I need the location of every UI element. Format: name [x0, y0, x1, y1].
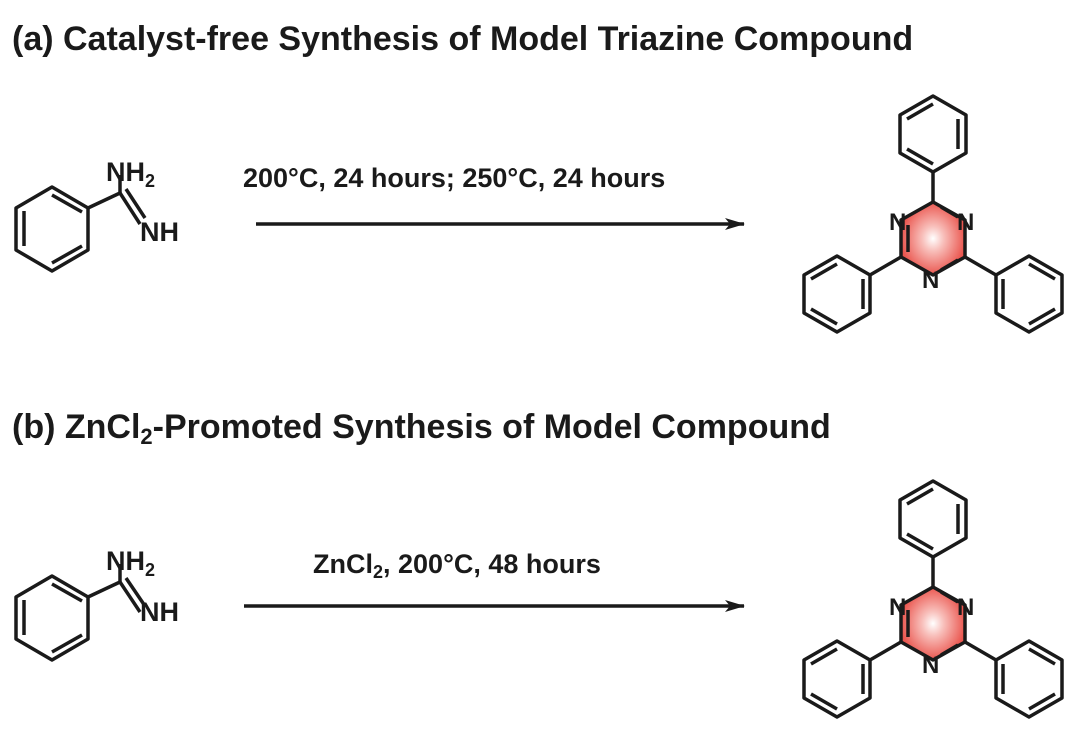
- panel-b-triazine-nitrogen-right: N: [957, 594, 974, 621]
- panel-a-product-triphenyltriazine: N N N: [802, 94, 1064, 334]
- panel-b-phenyl-top: [898, 479, 968, 559]
- panel-a-amine-label: NH2: [106, 157, 155, 191]
- panel-a-triazine-nitrogen-right: N: [957, 209, 974, 236]
- panel-b-phenyl-right: [994, 639, 1064, 719]
- panel-a-phenyl-left: [802, 254, 872, 334]
- panel-a-triazine-nitrogen-bottom: N: [922, 267, 939, 294]
- panel-a-triazine-nitrogen-left: N: [889, 209, 906, 236]
- panel-b-title-subscript: 2: [140, 424, 153, 449]
- panel-b-title-suffix: -Promoted Synthesis of Model Compound: [152, 408, 831, 446]
- panel-b-triazine-nitrogen-left: N: [889, 594, 906, 621]
- panel-b-imine-label: NH: [140, 597, 179, 627]
- panel-a-reactant-benzamidine: NH2 NH: [14, 157, 179, 273]
- panel-a-title: (a) Catalyst-free Synthesis of Model Tri…: [12, 20, 914, 58]
- panel-b-reactant-benzamidine: NH2 NH: [14, 546, 179, 662]
- panel-b-triazine-ring: [899, 585, 967, 662]
- panel-b-amine-label: NH2: [106, 546, 155, 580]
- panel-b-reaction-condition: ZnCl2, 200°C, 48 hours: [313, 549, 601, 582]
- panel-b-triazine-highlight: [901, 587, 965, 660]
- panel-b-condition-prefix: ZnCl: [313, 549, 373, 579]
- panel-a-imine-label: NH: [140, 217, 179, 247]
- panel-b-reactant-benzene-ring: [14, 574, 90, 662]
- panel-a-triazine-ring: [899, 200, 967, 277]
- panel-b-product-triphenyltriazine: N N N: [802, 479, 1064, 719]
- panel-b-phenyl-left: [802, 639, 872, 719]
- panel-b-triazine-nitrogen-bottom: N: [922, 652, 939, 679]
- panel-b-condition-suffix: , 200°C, 48 hours: [383, 549, 601, 579]
- panel-a-phenyl-top: [898, 94, 968, 174]
- panel-a-phenyl-right: [994, 254, 1064, 334]
- panel-b-title-prefix: (b) ZnCl: [12, 408, 141, 446]
- panel-a-reaction-condition: 200°C, 24 hours; 250°C, 24 hours: [243, 163, 666, 193]
- panel-a-reactant-benzene-ring: [14, 185, 90, 273]
- panel-a-triazine-highlight: [901, 202, 965, 275]
- panel-b-condition-subscript: 2: [373, 562, 384, 582]
- panel-b-title: (b) ZnCl2-Promoted Synthesis of Model Co…: [12, 408, 831, 448]
